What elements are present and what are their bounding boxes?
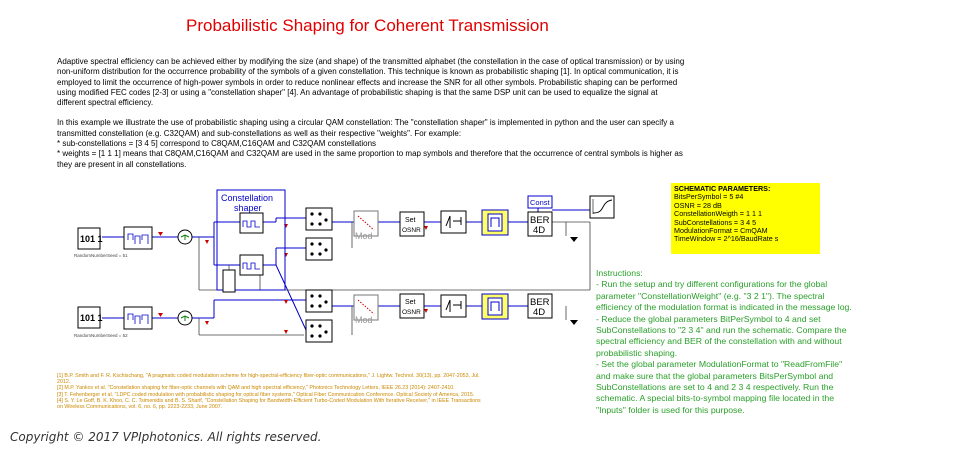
svg-text:101 1: 101 1	[80, 313, 103, 323]
instruction-line: SubConstellations are set to 4 and 2 3 4…	[596, 382, 834, 393]
svg-text:Constellation: Constellation	[221, 193, 273, 203]
schematic-parameters: SCHEMATIC PARAMETERS: BitsPerSymbol = 5 …	[671, 183, 820, 254]
example-line: In this example we illustrate the use of…	[57, 118, 674, 128]
intro-line: employed to limit the occurrence of high…	[57, 77, 678, 87]
mapper-block-3[interactable]	[305, 289, 333, 313]
seed-label-bottom: RandomNumberSeed = 52	[74, 333, 128, 338]
instruction-line: "Inputs" folder is used for this purpose…	[596, 404, 745, 415]
instruction-line: spectral efficiency and BER of the const…	[596, 336, 842, 347]
example-line: they are present in all constellations.	[57, 159, 187, 169]
svg-text:101 1: 101 1	[80, 234, 103, 244]
dsp-block-top[interactable]	[481, 209, 509, 236]
reference-line: 2012.	[57, 379, 71, 386]
svg-text:4D: 4D	[533, 307, 545, 318]
intro-line: different spectral efficiency.	[57, 98, 154, 108]
svg-text:OSNR: OSNR	[402, 227, 421, 234]
mapper-block-4[interactable]	[305, 319, 333, 343]
references: [1] B.P. Smith and F. R. Kschischang, "A…	[57, 373, 597, 410]
constellation-shaper[interactable]: Constellation shaper	[216, 189, 286, 293]
instruction-line: - Set the global parameter ModulationFor…	[596, 359, 843, 370]
instruction-line: probabilistic shaping.	[596, 347, 678, 358]
ber-analyzer-display[interactable]	[589, 195, 615, 219]
param-line: OSNR = 28 dB	[674, 200, 722, 210]
page-title: Probabilistic Shaping for Coherent Trans…	[186, 16, 549, 35]
mapper-block-2[interactable]	[305, 237, 333, 261]
svg-text:Set: Set	[405, 217, 416, 224]
svg-text:BER: BER	[530, 215, 550, 226]
prbs-source-top[interactable]: 101 1	[77, 227, 103, 250]
mapper-block-1[interactable]	[305, 207, 333, 231]
reference-line: on Wireless Communications, vol. 6, no. …	[57, 404, 223, 411]
ber-4d-top[interactable]: BER 4D	[527, 211, 553, 237]
param-line: SubConstellations = 3 4 5	[674, 217, 757, 227]
reference-line: [2] M.P. Yankov et al. "Constellation sh…	[57, 385, 455, 392]
svg-text:shaper: shaper	[234, 203, 262, 213]
example-line: * sub-constellations = [3 4 5] correspon…	[57, 139, 377, 149]
receiver-bottom[interactable]	[440, 294, 467, 318]
sink-bottom	[570, 320, 578, 325]
param-line: ConstellationWeigth = 1 1 1	[674, 209, 762, 219]
prbs-source-bottom[interactable]: 101 1	[77, 306, 103, 329]
param-line: TimeWindow = 2^16/BaudRate s	[674, 234, 779, 244]
param-line: ModulationFormat = CmQAM	[674, 226, 768, 236]
example-paragraph: In this example we illustrate the use of…	[57, 118, 837, 169]
instruction-line: SubConstellations to "2 3 4" and run the…	[596, 325, 847, 336]
set-osnr-top[interactable]: Set OSNR	[399, 211, 425, 237]
sink-top	[570, 237, 578, 242]
svg-text:Mod: Mod	[355, 231, 373, 241]
svg-text:Mod: Mod	[355, 315, 373, 325]
intro-line: using modified FEC codes [2-3] or using …	[57, 87, 658, 97]
reference-line: [4] S. Y. Le Goff, B. K. Khoo, C. C. Tsi…	[57, 397, 481, 404]
reference-line: [1] B.P. Smith and F. R. Kschischang, "A…	[57, 373, 480, 379]
signal-wires	[102, 207, 590, 331]
const-block[interactable]: Const	[527, 195, 553, 209]
instructions: Instructions: - Run the setup and try di…	[596, 268, 956, 416]
description: Adaptive spectral efficiency can be achi…	[57, 57, 837, 180]
coder-block-bottom[interactable]	[123, 306, 153, 330]
receiver-top[interactable]	[440, 210, 467, 234]
instruction-line: - Reduce the global parameters BitPerSym…	[596, 313, 821, 324]
instruction-line: - Run the setup and try different config…	[596, 279, 828, 290]
dsp-block-bottom[interactable]	[481, 293, 509, 320]
svg-text:OSNR: OSNR	[402, 309, 421, 316]
modulator-top[interactable]: Mod	[353, 210, 379, 241]
instruction-line: Instructions:	[596, 268, 643, 278]
params-heading: SCHEMATIC PARAMETERS:	[674, 184, 771, 193]
instruction-line: and make sure that the global parameters…	[596, 370, 834, 381]
instruction-line: parameter "ConstellationWeight" (e.g. "3…	[596, 290, 825, 301]
param-line: BitsPerSymbol = 5 #4	[674, 192, 744, 202]
svg-text:4D: 4D	[533, 225, 545, 236]
intro-paragraph: Adaptive spectral efficiency can be achi…	[57, 57, 837, 108]
modulator-bottom[interactable]: Mod	[353, 294, 379, 325]
example-line: transmitted constellation (e.g. C32QAM) …	[57, 128, 462, 138]
seed-label-top: RandomNumberSeed = 51	[74, 253, 128, 258]
splitter-bottom[interactable]	[177, 310, 193, 326]
splitter-top[interactable]	[177, 229, 193, 245]
set-osnr-bottom[interactable]: Set OSNR	[399, 293, 425, 319]
copyright: Copyright © 2017 VPIphotonics. All right…	[10, 430, 322, 444]
reference-line: [3] T. Fehenberger et al. "LDPC coded mo…	[57, 391, 475, 398]
svg-text:BER: BER	[530, 297, 550, 308]
example-line: * weights = [1 1 1] means that C8QAM,C16…	[57, 149, 683, 159]
intro-line: Adaptive spectral efficiency can be achi…	[57, 57, 685, 66]
svg-text:Set: Set	[405, 299, 416, 306]
instruction-line: schematic. A special bits-to-symbol mapp…	[596, 393, 835, 404]
intro-line: non-uniform distribution for the occurre…	[57, 67, 679, 77]
coder-block-top[interactable]	[123, 226, 153, 250]
instruction-line: efficiency of the modulation format is i…	[596, 302, 852, 313]
svg-text:Const: Const	[530, 198, 551, 207]
ber-4d-bottom[interactable]: BER 4D	[527, 293, 553, 319]
